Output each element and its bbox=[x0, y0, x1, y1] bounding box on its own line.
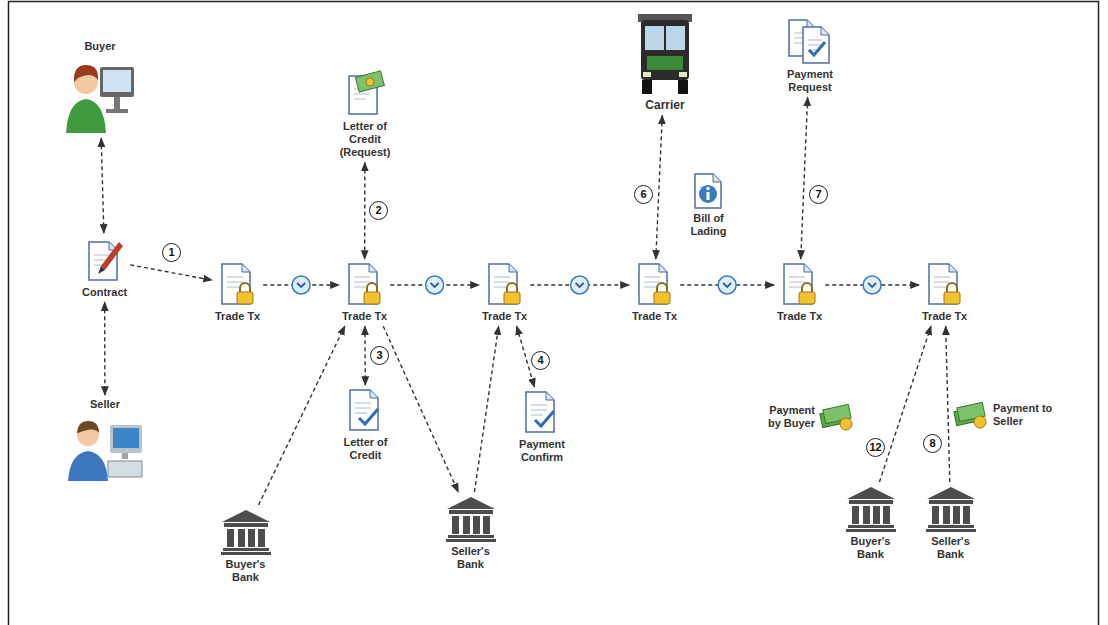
icon bbox=[64, 55, 136, 135]
info-doc: Bill of Lading bbox=[686, 172, 731, 238]
node-label: Trade Tx bbox=[922, 310, 967, 323]
node-label: Buyer bbox=[84, 40, 115, 53]
node-label: Payment by Buyer bbox=[755, 404, 815, 430]
icon bbox=[85, 236, 125, 284]
icon bbox=[524, 390, 560, 436]
bank-node: Seller's Bank bbox=[443, 495, 498, 571]
icon bbox=[782, 262, 818, 308]
dashed-connector bbox=[383, 326, 458, 492]
dashed-connector bbox=[656, 115, 662, 259]
icon bbox=[66, 413, 144, 483]
callout-number: 12 bbox=[866, 438, 885, 457]
node-label: Seller's Bank bbox=[443, 545, 498, 571]
node-label: Trade Tx bbox=[777, 310, 822, 323]
icon bbox=[637, 262, 673, 308]
callout-number: 3 bbox=[370, 346, 389, 365]
trade-tx: Trade Tx bbox=[777, 262, 822, 323]
node-label: Seller's Bank bbox=[923, 535, 978, 561]
dashed-connector bbox=[946, 326, 950, 482]
node-label: Trade Tx bbox=[342, 310, 387, 323]
payment-node: Payment to Seller bbox=[953, 400, 1053, 430]
node-label: Trade Tx bbox=[632, 310, 677, 323]
node-label: Letter of Credit (Request) bbox=[336, 120, 394, 160]
node-label: Trade Tx bbox=[215, 310, 260, 323]
callout-number: 2 bbox=[369, 201, 388, 220]
icon bbox=[927, 262, 963, 308]
callout-number: 7 bbox=[809, 185, 828, 204]
dashed-connector bbox=[364, 163, 366, 259]
node-label: Buyer's Bank bbox=[218, 558, 273, 584]
clock-icon bbox=[718, 276, 736, 294]
bank-node: Buyer's Bank bbox=[218, 508, 273, 584]
clock-icon bbox=[292, 276, 310, 294]
callout-number: 6 bbox=[634, 185, 653, 204]
dashed-connector bbox=[474, 326, 498, 492]
contract-doc: Contract bbox=[82, 236, 127, 299]
trade-tx: Trade Tx bbox=[482, 262, 527, 323]
node-label: Payment Request bbox=[775, 68, 845, 94]
icon bbox=[345, 70, 385, 118]
clock-icon bbox=[571, 276, 589, 294]
node-label: Payment Confirm bbox=[512, 438, 572, 464]
dashed-connector bbox=[130, 265, 212, 280]
checked-doc: Payment Confirm bbox=[512, 390, 572, 464]
node-label: Payment to Seller bbox=[993, 402, 1053, 428]
icon bbox=[348, 388, 384, 434]
dashed-connector bbox=[879, 326, 931, 482]
trade-tx: Trade Tx bbox=[215, 262, 260, 323]
dashed-connector bbox=[259, 326, 345, 505]
seller-node: Seller bbox=[66, 398, 144, 483]
trade-tx: Trade Tx bbox=[922, 262, 967, 323]
trade-tx: Trade Tx bbox=[342, 262, 387, 323]
icon bbox=[925, 485, 977, 533]
callout-number: 1 bbox=[162, 243, 181, 262]
carrier-truck: Carrier bbox=[635, 14, 695, 112]
icon bbox=[693, 172, 725, 210]
icon bbox=[220, 508, 272, 556]
clock-icon bbox=[426, 276, 444, 294]
icon bbox=[220, 262, 256, 308]
node-label: Buyer's Bank bbox=[843, 535, 898, 561]
dashed-connector bbox=[364, 326, 366, 385]
callout-number: 4 bbox=[531, 351, 550, 370]
dashed-connector bbox=[101, 138, 104, 233]
payment-node: Payment by Buyer bbox=[755, 402, 855, 432]
node-label: Bill of Lading bbox=[686, 212, 731, 238]
icon bbox=[445, 495, 497, 543]
payment-request-doc: Payment Request bbox=[775, 18, 845, 94]
icon bbox=[787, 18, 833, 66]
letter-of-credit-request: Letter of Credit (Request) bbox=[336, 70, 394, 160]
clock-icon bbox=[863, 276, 881, 294]
icon bbox=[953, 400, 989, 430]
bank-node: Buyer's Bank bbox=[843, 485, 898, 561]
icon bbox=[819, 402, 855, 432]
icon bbox=[487, 262, 523, 308]
bank-node: Seller's Bank bbox=[923, 485, 978, 561]
icon bbox=[347, 262, 383, 308]
icon bbox=[635, 14, 695, 96]
dashed-connector bbox=[801, 97, 808, 259]
node-label: Carrier bbox=[645, 98, 684, 112]
node-label: Seller bbox=[90, 398, 120, 411]
node-label: Trade Tx bbox=[482, 310, 527, 323]
checked-doc: Letter of Credit bbox=[338, 388, 393, 462]
dashed-connector bbox=[104, 302, 106, 395]
node-label: Letter of Credit bbox=[338, 436, 393, 462]
buyer-node: Buyer bbox=[64, 40, 136, 135]
node-label: Contract bbox=[82, 286, 127, 299]
trade-tx: Trade Tx bbox=[632, 262, 677, 323]
icon bbox=[845, 485, 897, 533]
callout-number: 8 bbox=[923, 434, 942, 453]
